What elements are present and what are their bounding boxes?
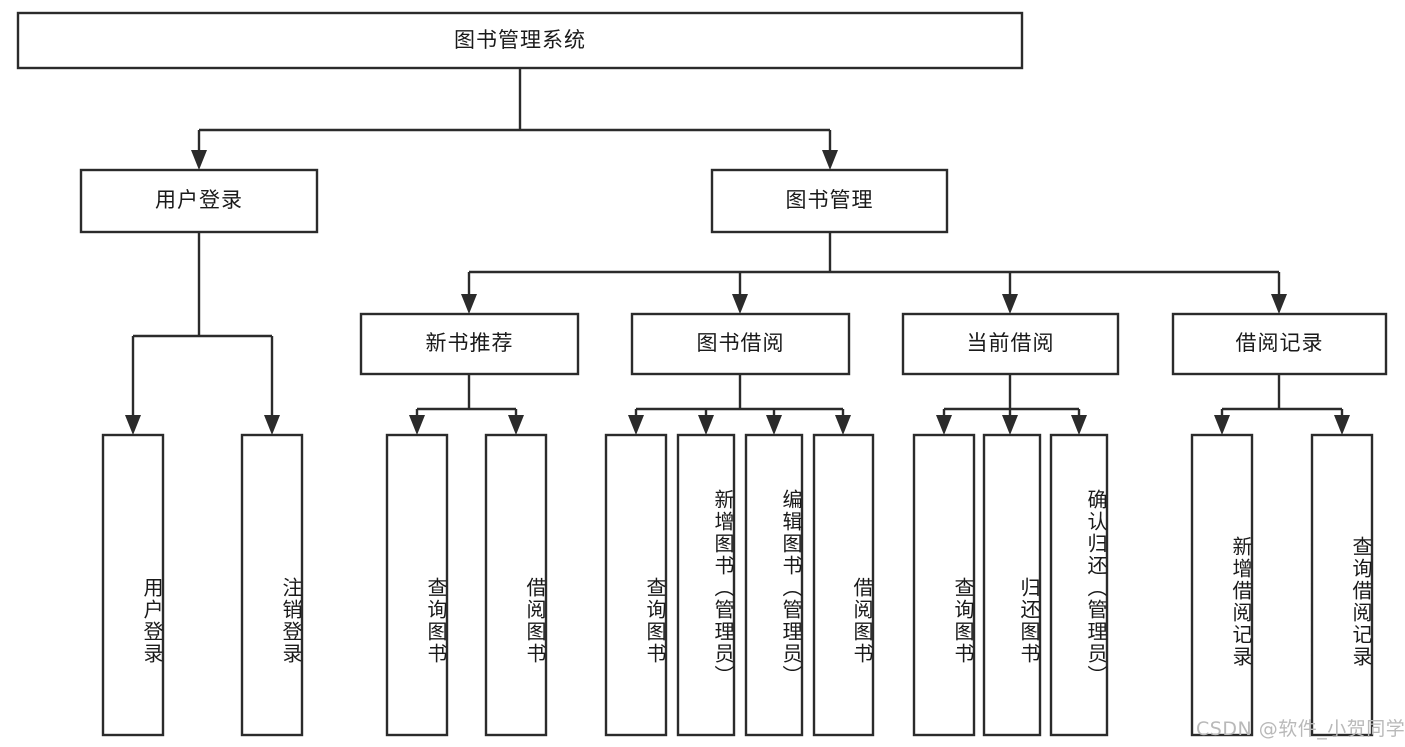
node-box-book-manage[interactable] [710,168,949,234]
leaf-box-leaf-confirm-return[interactable] [1049,433,1109,737]
node-box-root[interactable] [16,11,1024,70]
node-box-book-borrow[interactable] [630,312,851,376]
connector-new-book-rec-to-leaves [409,374,524,435]
leaf-box-leaf-query-book-1[interactable] [385,433,449,737]
leaf-box-leaf-borrow-book-1[interactable] [484,433,548,737]
connector-root-to-level2 [191,68,838,170]
node-box-borrow-record[interactable] [1171,312,1388,376]
leaf-box-leaf-query-book-2[interactable] [604,433,668,737]
leaf-box-leaf-user-login[interactable] [101,433,165,737]
leaf-box-leaf-user-logout[interactable] [240,433,304,737]
node-box-user-login[interactable] [79,168,319,234]
connector-user-login-to-leaves [125,232,280,435]
csdn-watermark: CSDN @软件_小贺同学 [1196,718,1405,740]
leaf-box-leaf-add-book[interactable] [676,433,736,737]
leaf-box-leaf-add-record[interactable] [1190,433,1254,737]
leaf-box-leaf-return-book[interactable] [982,433,1042,737]
connector-borrow-record-to-leaves [1214,374,1350,435]
leaf-box-leaf-borrow-book-2[interactable] [812,433,875,737]
leaf-box-leaf-query-record[interactable] [1310,433,1374,737]
node-box-new-book-rec[interactable] [359,312,580,376]
leaf-box-leaf-query-book-3[interactable] [912,433,976,737]
leaf-box-leaf-edit-book[interactable] [744,433,804,737]
node-box-current-borrow[interactable] [901,312,1120,376]
connector-book-borrow-to-leaves [628,374,851,435]
connector-book-manage-to-level3 [461,232,1287,314]
connector-current-borrow-to-leaves [936,374,1087,435]
